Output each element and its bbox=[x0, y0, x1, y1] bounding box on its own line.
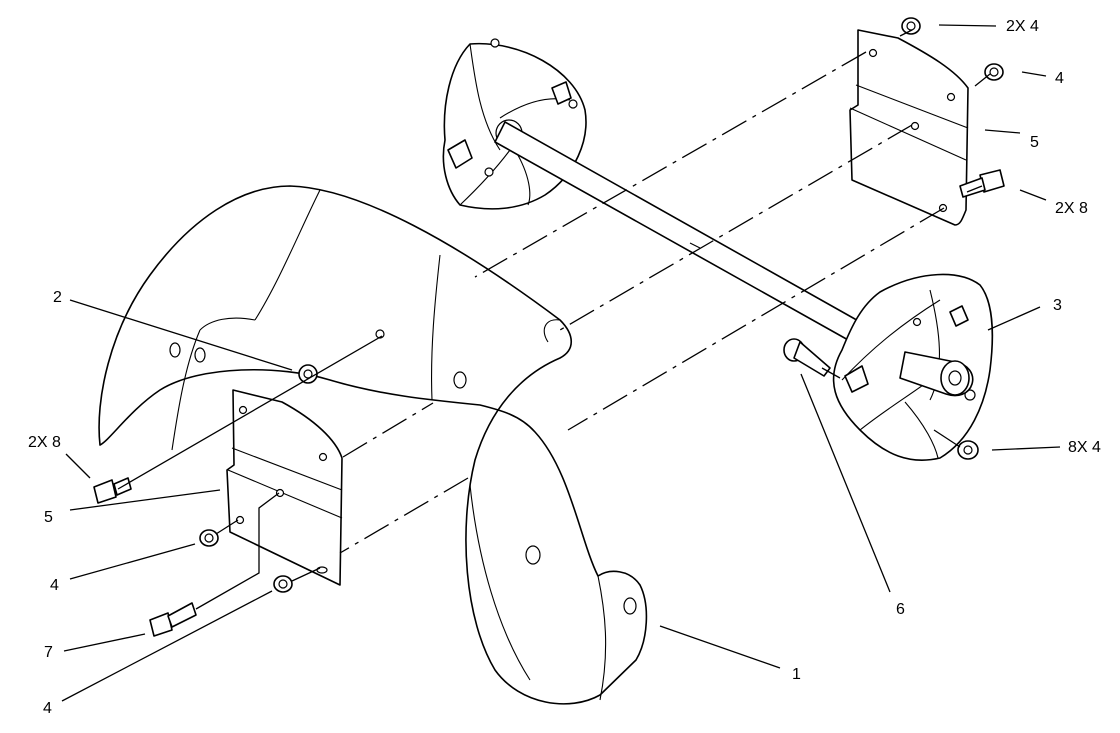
callout-2x4: 2X 4 bbox=[1006, 18, 1039, 35]
callout-8x4: 8X 4 bbox=[1068, 439, 1101, 456]
bolt-top-right bbox=[959, 169, 1005, 198]
callout-7: 7 bbox=[44, 644, 53, 661]
clamp-plate-front bbox=[226, 389, 343, 586]
callout-2: 2 bbox=[53, 289, 62, 306]
spacer-2 bbox=[298, 364, 318, 384]
callout-6: 6 bbox=[896, 601, 905, 618]
callout-labels: 2X 4 4 5 2X 8 3 8X 4 6 1 2 2X 8 5 4 7 4 bbox=[28, 18, 1101, 717]
callout-leaders bbox=[61, 24, 1061, 702]
nut-left-a bbox=[199, 529, 219, 547]
callout-3: 3 bbox=[1053, 297, 1062, 314]
callout-1: 1 bbox=[792, 666, 801, 683]
callout-4-left-lower: 4 bbox=[43, 700, 52, 717]
callout-4-left-upper: 4 bbox=[50, 577, 59, 594]
callout-5-left: 5 bbox=[44, 509, 53, 526]
rear-auger-flight bbox=[442, 38, 587, 210]
assembly-centerlines bbox=[117, 29, 991, 610]
callout-2x8-right: 2X 8 bbox=[1055, 200, 1088, 217]
bolt-7 bbox=[149, 602, 197, 637]
callout-4-top-right: 4 bbox=[1055, 70, 1064, 87]
clamp-plate-rear bbox=[849, 29, 969, 226]
nut-left-b bbox=[273, 575, 293, 593]
nut-top-right-b bbox=[984, 63, 1004, 81]
callout-2x8-left: 2X 8 bbox=[28, 434, 61, 451]
callout-5-right: 5 bbox=[1030, 134, 1039, 151]
nut-8x4 bbox=[957, 440, 979, 460]
front-auger-flight bbox=[832, 273, 994, 461]
shear-pin-6 bbox=[783, 338, 831, 377]
bolt-left bbox=[93, 477, 132, 504]
nut-top-right-a bbox=[901, 17, 921, 35]
auger-blade bbox=[98, 185, 648, 705]
